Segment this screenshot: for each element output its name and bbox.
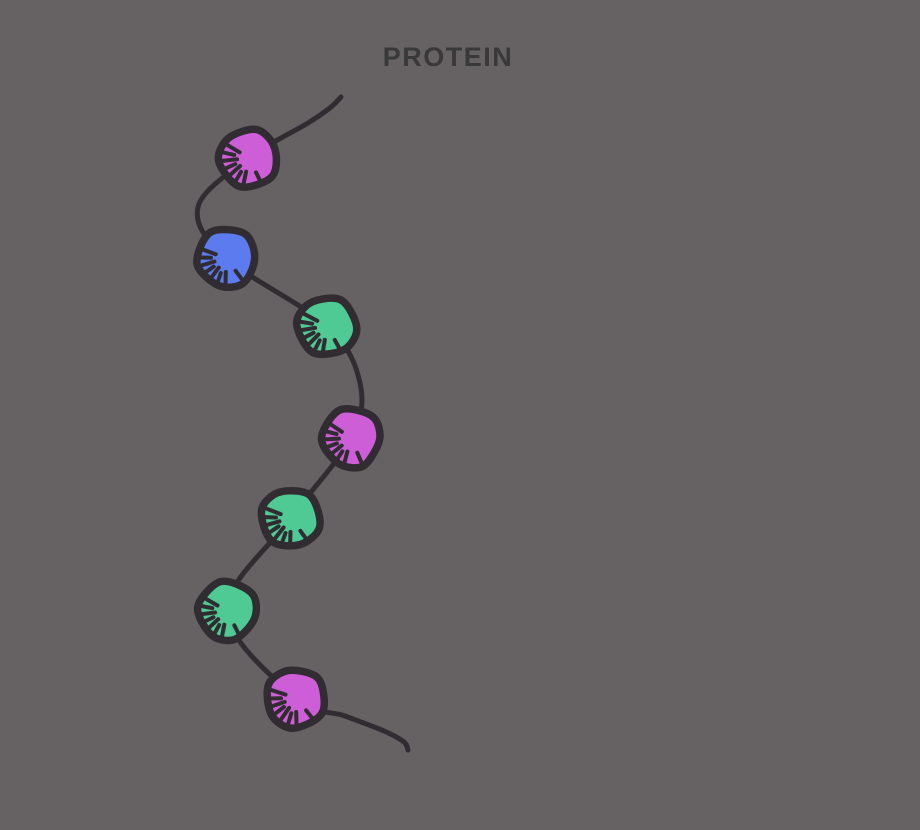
hatch-mark <box>302 311 320 323</box>
hatch-mark <box>301 330 316 340</box>
hatch-mark <box>320 337 327 354</box>
hatch-mark <box>202 264 216 275</box>
amino-acid-circle <box>317 405 384 472</box>
hatch-mark <box>221 157 240 163</box>
hatch-mark <box>323 436 341 442</box>
amino-acid-circle <box>292 294 361 359</box>
hatch-mark <box>233 268 244 281</box>
hatch-mark <box>208 265 221 281</box>
hatch-mark <box>221 150 237 157</box>
amino-acid-node-green <box>257 486 324 550</box>
hatch-mark <box>234 169 243 183</box>
hatch-mark <box>269 699 287 709</box>
diagram-title: PROTEIN <box>382 42 514 72</box>
hatch-mark <box>227 164 243 178</box>
hatch-mark <box>199 604 215 611</box>
hatch-mark <box>201 615 216 624</box>
hatch-mark <box>280 531 288 545</box>
hatch-mark <box>199 610 218 617</box>
hatch-mark <box>306 332 321 347</box>
hatch-mark <box>264 506 283 517</box>
hatch-mark <box>273 525 286 541</box>
hatch-mark <box>342 449 350 466</box>
amino-acid-node-blue <box>193 225 259 292</box>
hatch-mark <box>269 688 288 697</box>
hatch-mark <box>279 705 292 722</box>
hatch-mark <box>206 617 221 631</box>
amino-acid-node-green <box>292 294 361 359</box>
hatch-mark <box>332 338 342 351</box>
amino-acid-node-magenta <box>317 405 384 472</box>
amino-acid-circle <box>193 225 259 292</box>
hatch-mark <box>264 519 282 528</box>
hatch-mark <box>299 325 318 333</box>
hatch-mark <box>254 170 263 184</box>
hatch-mark <box>202 596 220 608</box>
amino-acid-node-green <box>193 577 261 645</box>
hatch-mark <box>298 528 309 541</box>
hatch-mark <box>199 247 218 257</box>
hatch-mark <box>224 142 242 155</box>
hatch-mark <box>313 338 322 352</box>
hatch-mark <box>304 708 315 721</box>
hatch-mark <box>212 623 222 636</box>
hatch-mark <box>334 449 345 462</box>
hatch-mark <box>241 169 249 186</box>
amino-acid-circle <box>193 577 261 645</box>
hatch-mark <box>273 705 286 716</box>
hatch-mark <box>232 623 241 637</box>
hatch-mark <box>223 162 238 171</box>
amino-acid-circle <box>257 486 324 550</box>
amino-acid-node-magenta <box>263 666 329 732</box>
hatch-mark <box>327 421 344 434</box>
amino-acid-circle <box>214 125 281 192</box>
hatch-mark <box>220 622 227 639</box>
hatch-mark <box>328 443 344 457</box>
hatch-mark <box>267 524 281 535</box>
hatch-mark <box>323 429 339 437</box>
hatch-mark <box>324 441 339 450</box>
hatch-mark <box>299 319 315 326</box>
hatch-mark <box>286 711 294 725</box>
hatch-mark <box>355 450 364 464</box>
hatch-mark <box>199 259 217 268</box>
hatch-mark <box>215 271 223 285</box>
amino-acid-node-magenta <box>214 125 281 192</box>
